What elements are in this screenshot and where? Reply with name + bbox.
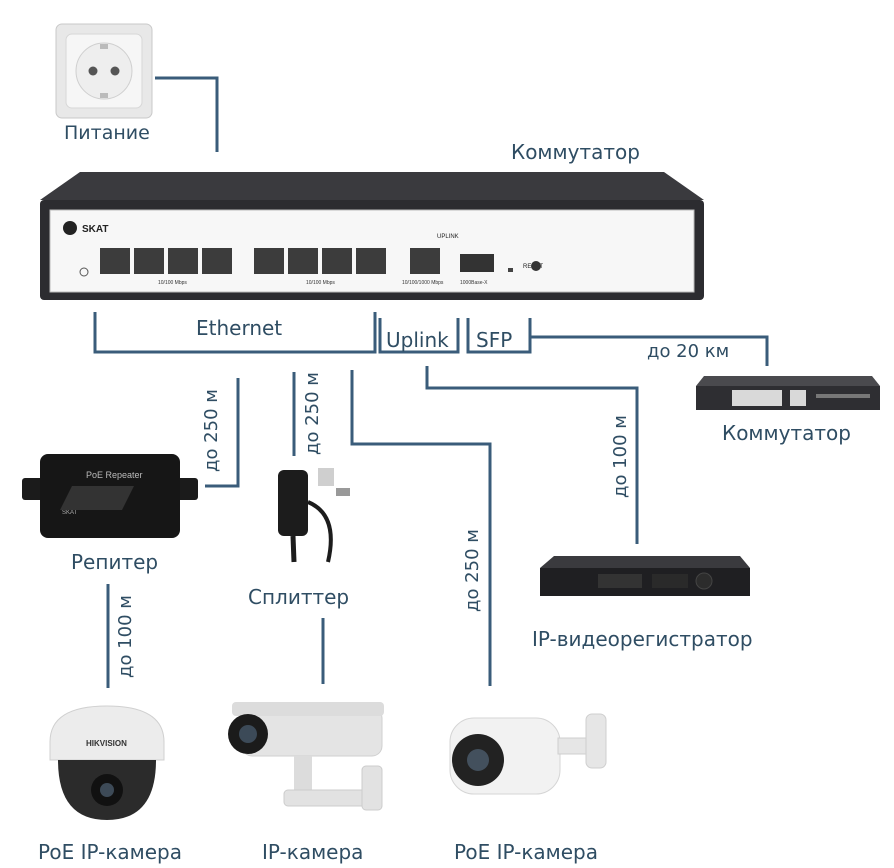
camera-brand: HIKVISION xyxy=(86,739,127,748)
power-line xyxy=(155,76,219,152)
poe-bullet-camera xyxy=(440,710,610,822)
power-socket xyxy=(54,22,154,120)
ports-label-2: 10/100 Mbps xyxy=(306,280,335,286)
switch-remote-label: Коммутатор xyxy=(722,421,851,445)
distance-100m-nvr-label: до 100 м xyxy=(610,415,631,498)
repeater-title: PoE Repeater xyxy=(86,470,143,480)
ip-nvr xyxy=(540,552,750,600)
dome-camera: HIKVISION xyxy=(40,702,174,824)
ethernet-label: Ethernet xyxy=(196,316,283,340)
sfp-to-switch-line xyxy=(530,335,769,366)
uplink-tag: UPLINK xyxy=(437,234,459,240)
switch-brand: SKAT xyxy=(82,224,108,235)
uplink-label: Uplink xyxy=(386,328,449,352)
splitter-label: Сплиттер xyxy=(248,585,350,609)
power-label: Питание xyxy=(64,122,150,144)
main-switch: SKAT UPLINK RESET 10/100 Mbps 10/100 Mbp… xyxy=(40,170,704,310)
distance-250m-repeater-label: до 250 м xyxy=(201,389,222,472)
distance-250m-splitter-label: до 250 м xyxy=(302,372,323,455)
ethernet-bracket xyxy=(93,312,377,354)
nvr-label: IP-видеорегистратор xyxy=(532,627,753,651)
distance-100m-camera-label: до 100 м xyxy=(115,595,136,678)
uplink-speed-label: 10/100/1000 Mbps xyxy=(402,280,444,286)
bullet-camera xyxy=(222,694,390,828)
poe-camera-1-label: PoE IP-камера xyxy=(38,840,182,864)
sfp-speed-label: 1000Base-X xyxy=(460,280,488,286)
poe-splitter xyxy=(272,462,356,566)
repeater-brand: SKAT xyxy=(62,510,78,516)
remote-switch xyxy=(696,372,880,416)
distance-250m-camera-label: до 250 м xyxy=(462,529,483,612)
ethernet-to-repeater-line xyxy=(205,378,240,488)
ports-label-1: 10/100 Mbps xyxy=(158,280,187,286)
uplink-to-nvr-line xyxy=(425,366,639,544)
sfp-label: SFP xyxy=(476,328,513,352)
switch-main-label: Коммутатор xyxy=(511,140,640,164)
repeater-label: Репитер xyxy=(71,550,159,574)
poe-repeater: PoE Repeater SKAT xyxy=(22,452,198,542)
ethernet-ports xyxy=(100,248,440,274)
uplink-bracket xyxy=(378,318,460,354)
ethernet-to-camera-line xyxy=(350,370,492,686)
ip-camera-label: IP-камера xyxy=(262,840,364,864)
distance-20km-label: до 20 км xyxy=(647,341,730,362)
sfp-bracket xyxy=(466,318,532,354)
poe-camera-2-label: PoE IP-камера xyxy=(454,840,598,864)
